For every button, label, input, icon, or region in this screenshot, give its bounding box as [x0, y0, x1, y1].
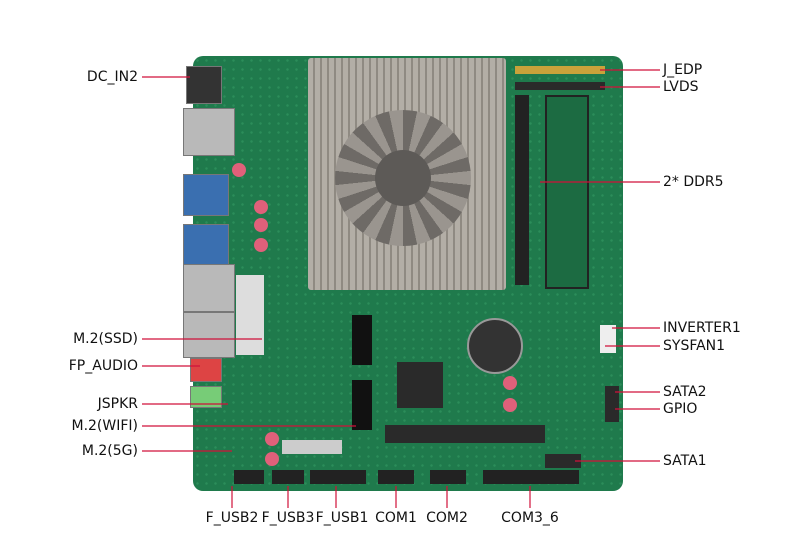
m2-ssd-slot — [236, 275, 264, 355]
label-m2-ssd: M.2(SSD) — [73, 331, 138, 347]
m2-slot-a — [352, 315, 372, 365]
capacitor — [265, 452, 279, 466]
ddr5-slot-2 — [545, 95, 589, 289]
edp-connector — [515, 66, 605, 74]
capacitor — [254, 200, 268, 214]
label-com1: COM1 — [375, 510, 417, 526]
label-dc-in2: DC_IN2 — [86, 69, 138, 85]
label-fp-audio: FP_AUDIO — [68, 358, 138, 374]
cmos-battery — [467, 318, 523, 374]
capacitor — [503, 376, 517, 390]
sata1-connector — [545, 454, 581, 468]
label-sata1: SATA1 — [663, 453, 707, 469]
dc-in-jack — [186, 66, 222, 104]
label-sysfan1: SYSFAN1 — [663, 338, 726, 354]
label-f-usb1: F_USB1 — [315, 510, 369, 526]
f-usb2-header — [234, 470, 264, 484]
lan-port-1 — [183, 108, 235, 156]
label-sata2: SATA2 — [663, 384, 707, 400]
usb-port-1 — [183, 174, 229, 216]
capacitor — [265, 432, 279, 446]
m2-wifi-slot — [352, 380, 372, 430]
label-m2-wifi: M.2(WIFI) — [71, 418, 138, 434]
lan-port-3 — [183, 312, 235, 358]
label-f-usb3: F_USB3 — [261, 510, 315, 526]
label-f-usb2: F_USB2 — [205, 510, 259, 526]
label-inverter1: INVERTER1 — [663, 320, 741, 336]
f-usb1-header — [310, 470, 366, 484]
sata2-gpio-connector — [605, 386, 619, 422]
super-io-chip — [397, 362, 443, 408]
label-com2: COM2 — [426, 510, 468, 526]
speaker-jack — [190, 386, 222, 408]
com1-header — [378, 470, 414, 484]
lvds-connector — [515, 82, 605, 90]
chip-row — [385, 425, 545, 443]
ddr5-slot-1 — [515, 95, 529, 285]
label-ddr5: 2* DDR5 — [663, 174, 724, 190]
audio-jack — [190, 358, 222, 382]
f-usb3-header — [272, 470, 304, 484]
label-com3-6: COM3_6 — [501, 510, 559, 526]
capacitor — [254, 218, 268, 232]
label-gpio: GPIO — [663, 401, 698, 417]
com2-header — [430, 470, 466, 484]
capacitor — [232, 163, 246, 177]
capacitor — [254, 238, 268, 252]
label-m2-5g: M.2(5G) — [81, 443, 138, 459]
label-lvds: LVDS — [663, 79, 699, 95]
capacitor — [503, 398, 517, 412]
label-j-edp: J_EDP — [663, 62, 703, 78]
com3-6-header — [483, 470, 579, 484]
m2-5g-slot — [282, 440, 342, 454]
fan-hub — [375, 150, 431, 206]
label-jspkr: JSPKR — [97, 396, 138, 412]
lan-port-2 — [183, 264, 235, 312]
